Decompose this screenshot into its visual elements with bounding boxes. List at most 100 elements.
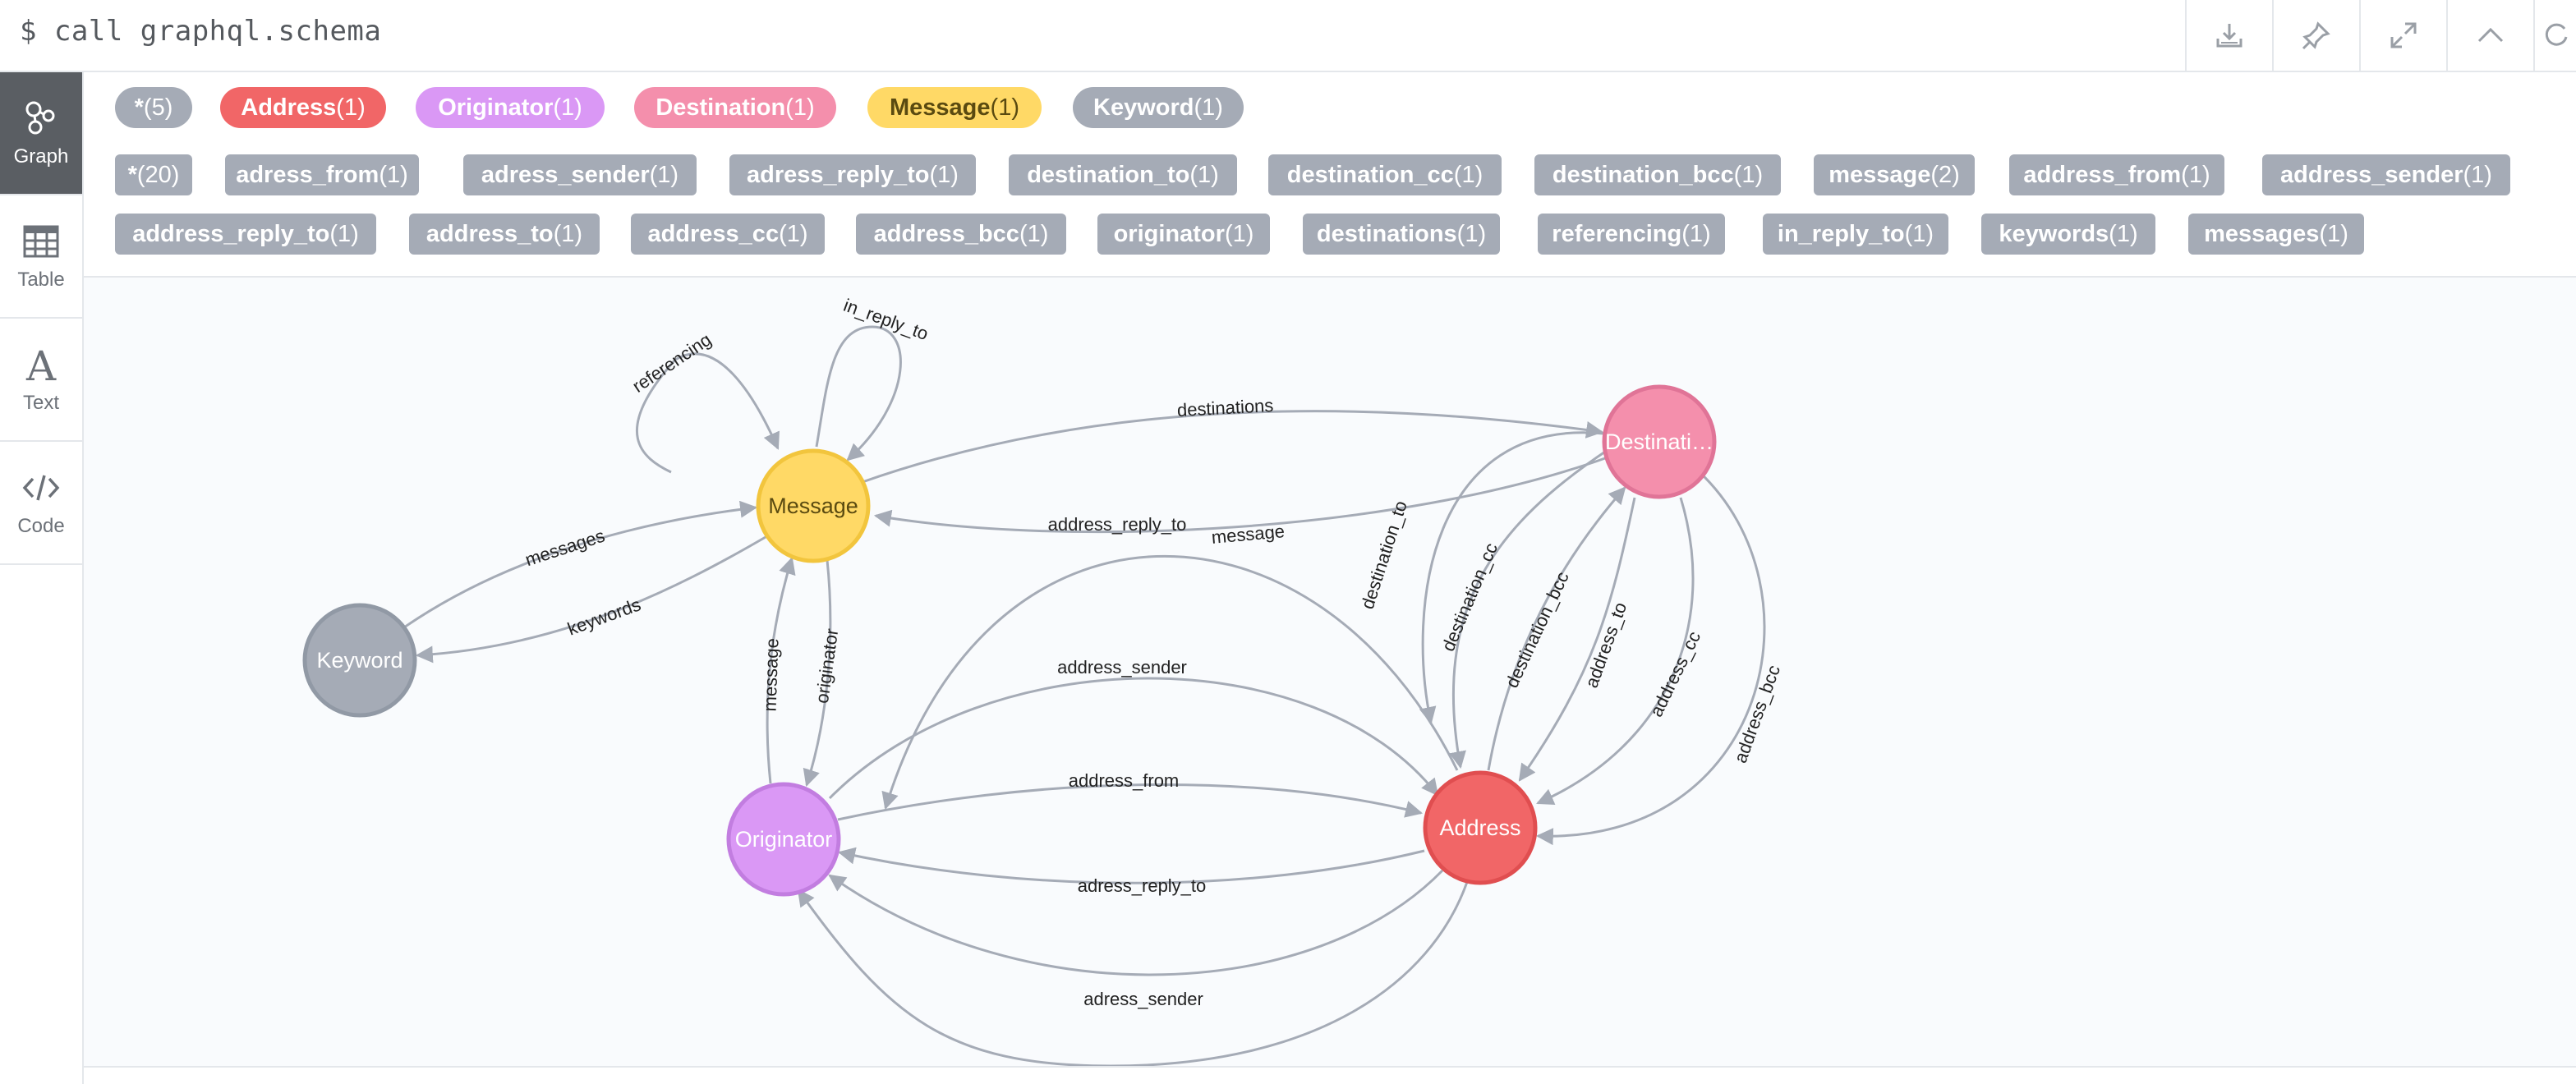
rel-type-message[interactable]: message(2) <box>1814 154 1975 195</box>
rel-type-name: referencing <box>1552 220 1682 247</box>
edge-adress-sender[interactable] <box>828 869 1444 976</box>
node-message-label: Message <box>768 494 858 518</box>
rel-type-destination-bcc[interactable]: destination_bcc(1) <box>1534 154 1781 195</box>
node-originator[interactable]: Originator <box>726 782 841 897</box>
edge-address-sender[interactable] <box>828 677 1439 800</box>
edge-label-destination-cc: destination_cc <box>1438 540 1502 654</box>
node-keyword[interactable]: Keyword <box>302 603 417 718</box>
rel-type-count: (1) <box>329 220 359 247</box>
rel-type-destination-cc[interactable]: destination_cc(1) <box>1268 154 1502 195</box>
rel-type-destinations[interactable]: destinations(1) <box>1303 214 1500 255</box>
rel-type-keywords[interactable]: keywords(1) <box>1981 214 2155 255</box>
download-button[interactable] <box>2185 0 2272 71</box>
rel-type-referencing[interactable]: referencing(1) <box>1538 214 1725 255</box>
rel-type-count: (1) <box>1224 220 1254 247</box>
edge-messages[interactable] <box>403 500 758 629</box>
rel-type-in-reply-to[interactable]: in_reply_to(1) <box>1763 214 1948 255</box>
node-label-originator[interactable]: Originator(1) <box>416 87 605 128</box>
rel-type-count: (1) <box>1456 220 1487 247</box>
nodes: Message Keyword Originator Address Desti… <box>302 384 1717 897</box>
sidebar-label-code: Code <box>17 515 65 537</box>
node-label-keyword[interactable]: Keyword(1) <box>1073 87 1244 128</box>
collapse-button[interactable] <box>2446 0 2533 71</box>
edge-destination-to[interactable] <box>1419 431 1604 725</box>
node-destination-label: Destinati… <box>1605 429 1714 454</box>
edge-in-reply-to[interactable] <box>815 325 902 462</box>
rel-type-name: address_to <box>426 220 554 247</box>
edge-destination-cc[interactable] <box>1449 447 1611 769</box>
graph-svg[interactable]: referencing in_reply_to destinations mes… <box>84 278 2576 1066</box>
legend-panel: *(5) Address(1) Originator(1) Destinatio… <box>84 72 2576 278</box>
node-destination[interactable]: Destinati… <box>1602 384 1717 499</box>
edge-address-from[interactable] <box>837 783 1424 821</box>
node-keyword-circle[interactable] <box>302 603 417 718</box>
edge-adress-reply-to[interactable] <box>837 847 1425 884</box>
rel-type-count: (1) <box>1189 161 1219 188</box>
node-label-count: (1) <box>553 94 582 121</box>
edge-address-to[interactable] <box>1518 497 1636 782</box>
edge-destinations[interactable] <box>859 410 1604 485</box>
node-originator-circle[interactable] <box>726 782 841 897</box>
sidebar-item-code[interactable]: Code <box>0 442 82 565</box>
rel-type-count: (1) <box>1904 220 1934 247</box>
rel-type-name: destination_bcc <box>1552 161 1734 188</box>
graph-icon <box>25 101 55 135</box>
node-address[interactable]: Address <box>1423 770 1538 885</box>
node-label-destination[interactable]: Destination(1) <box>634 87 836 128</box>
rel-type-address-to[interactable]: address_to(1) <box>409 214 600 255</box>
node-label-count: (5) <box>143 94 173 121</box>
rel-type-address-reply-to[interactable]: address_reply_to(1) <box>115 214 376 255</box>
command-text[interactable]: $ call graphql.schema <box>20 15 382 48</box>
command-bar: $ call graphql.schema <box>0 0 2576 72</box>
rel-type-destination-to[interactable]: destination_to(1) <box>1009 154 1237 195</box>
graph-canvas[interactable]: referencing in_reply_to destinations mes… <box>84 278 2576 1068</box>
edge-message-dest[interactable] <box>873 457 1606 534</box>
sidebar-item-graph[interactable]: Graph <box>0 72 82 195</box>
rel-type-count: (1) <box>2463 161 2492 188</box>
rel-type-count: (1) <box>649 161 679 188</box>
rel-type-address-bcc[interactable]: address_bcc(1) <box>856 214 1066 255</box>
edge-keywords[interactable] <box>415 535 766 664</box>
edge-label-message-orig: message <box>759 638 782 712</box>
edge-originator[interactable] <box>803 559 832 787</box>
sidebar-item-text[interactable]: A Text <box>0 319 82 442</box>
close-frame-button[interactable] <box>2533 0 2576 71</box>
sidebar-item-table[interactable]: Table <box>0 195 82 319</box>
rel-type-adress-from[interactable]: adress_from(1) <box>225 154 419 195</box>
view-sidebar: Graph Table A Text Code <box>0 72 84 1084</box>
rel-type-address-cc[interactable]: address_cc(1) <box>631 214 825 255</box>
edge-label-address-bcc: address_bcc <box>1730 663 1784 766</box>
edge-labels: referencing in_reply_to destinations mes… <box>522 295 1784 1009</box>
edge-address-reply-to[interactable] <box>881 554 1459 811</box>
node-message-circle[interactable] <box>756 448 871 563</box>
rel-type-messages[interactable]: messages(1) <box>2188 214 2364 255</box>
sidebar-label-table: Table <box>17 269 65 291</box>
node-label-all[interactable]: *(5) <box>115 87 192 128</box>
rel-type-address-from[interactable]: address_from(1) <box>2009 154 2224 195</box>
node-label-count: (1) <box>336 94 366 121</box>
rel-type-name: keywords <box>1999 220 2109 247</box>
rel-type-all[interactable]: *(20) <box>115 154 192 195</box>
node-label-message[interactable]: Message(1) <box>867 87 1042 128</box>
edge-address-originator-bottom[interactable] <box>797 881 1469 1066</box>
edge-referencing[interactable] <box>636 352 780 474</box>
sidebar-label-text: Text <box>22 392 59 414</box>
edge-address-cc[interactable] <box>1536 497 1695 806</box>
node-message[interactable]: Message <box>756 448 871 563</box>
rel-type-address-sender[interactable]: address_sender(1) <box>2262 154 2510 195</box>
edge-message-orig[interactable] <box>766 556 796 784</box>
rel-type-adress-reply-to[interactable]: adress_reply_to(1) <box>729 154 976 195</box>
rel-type-name: destination_to <box>1027 161 1190 188</box>
edge-address-bcc[interactable] <box>1535 470 1766 846</box>
node-label-address[interactable]: Address(1) <box>220 87 386 128</box>
rel-type-count: (1) <box>2181 161 2210 188</box>
node-label-name: Address <box>241 94 337 121</box>
node-address-circle[interactable] <box>1423 770 1538 885</box>
node-destination-circle[interactable] <box>1602 384 1717 499</box>
rel-type-adress-sender[interactable]: adress_sender(1) <box>463 154 697 195</box>
edge-destination-bcc[interactable] <box>1487 486 1626 771</box>
rel-type-originator[interactable]: originator(1) <box>1097 214 1270 255</box>
pin-button[interactable] <box>2272 0 2359 71</box>
fullscreen-button[interactable] <box>2359 0 2446 71</box>
rel-type-count: (1) <box>1681 220 1711 247</box>
